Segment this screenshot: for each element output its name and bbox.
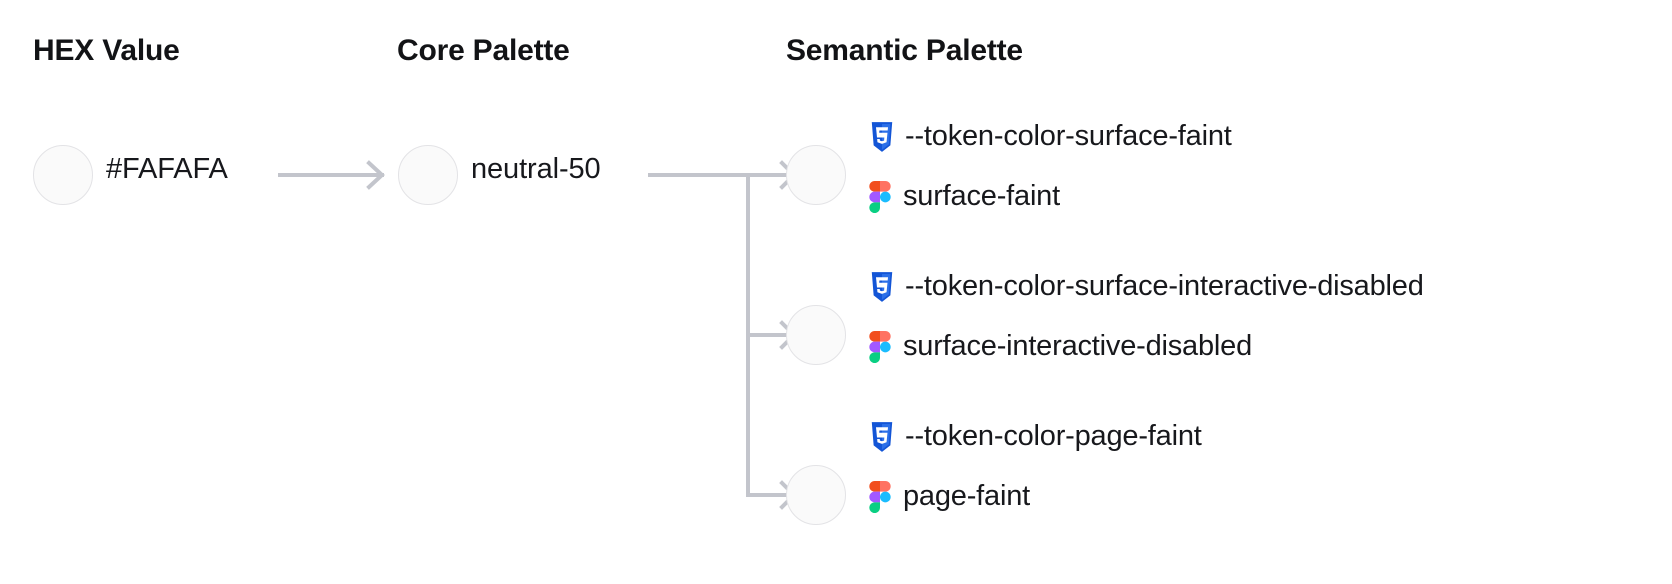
connector-branch-tree-core-to-semantic — [648, 160, 797, 510]
column-heading-core-palette: Core Palette — [397, 34, 570, 67]
core-palette-label: neutral-50 — [471, 153, 601, 185]
css-variable-name: --token-color-surface-faint — [905, 120, 1232, 152]
figma-icon — [869, 480, 891, 513]
figma-icon — [869, 330, 891, 363]
color-swatch-core-palette — [398, 145, 458, 205]
css3-icon — [871, 121, 893, 152]
css-variable-line: --token-color-surface-faint — [869, 120, 1232, 153]
column-heading-semantic-palette: Semantic Palette — [786, 34, 1023, 67]
figma-token-line: surface-faint — [869, 180, 1060, 213]
css-variable-line: --token-color-surface-interactive-disabl… — [869, 270, 1424, 303]
connector-arrow-hex-to-core — [278, 160, 385, 190]
figma-token-line: surface-interactive-disabled — [869, 330, 1252, 363]
hex-value-label: #FAFAFA — [106, 153, 228, 185]
figma-icon — [869, 180, 891, 213]
color-swatch-hex-value — [33, 145, 93, 205]
figma-token-name: surface-interactive-disabled — [903, 330, 1253, 362]
color-swatch-semantic-token — [786, 465, 846, 525]
css-variable-line: --token-color-page-faint — [869, 420, 1202, 453]
css3-icon — [871, 421, 893, 452]
figma-token-name: page-faint — [903, 480, 1030, 512]
css-variable-name: --token-color-page-faint — [905, 420, 1202, 452]
color-swatch-semantic-token — [786, 145, 846, 205]
css3-icon — [871, 271, 893, 302]
figma-token-line: page-faint — [869, 480, 1030, 513]
css-variable-name: --token-color-surface-interactive-disabl… — [905, 270, 1424, 302]
color-swatch-semantic-token — [786, 305, 846, 365]
figma-token-name: surface-faint — [903, 180, 1060, 212]
column-heading-hex-value: HEX Value — [33, 34, 180, 67]
